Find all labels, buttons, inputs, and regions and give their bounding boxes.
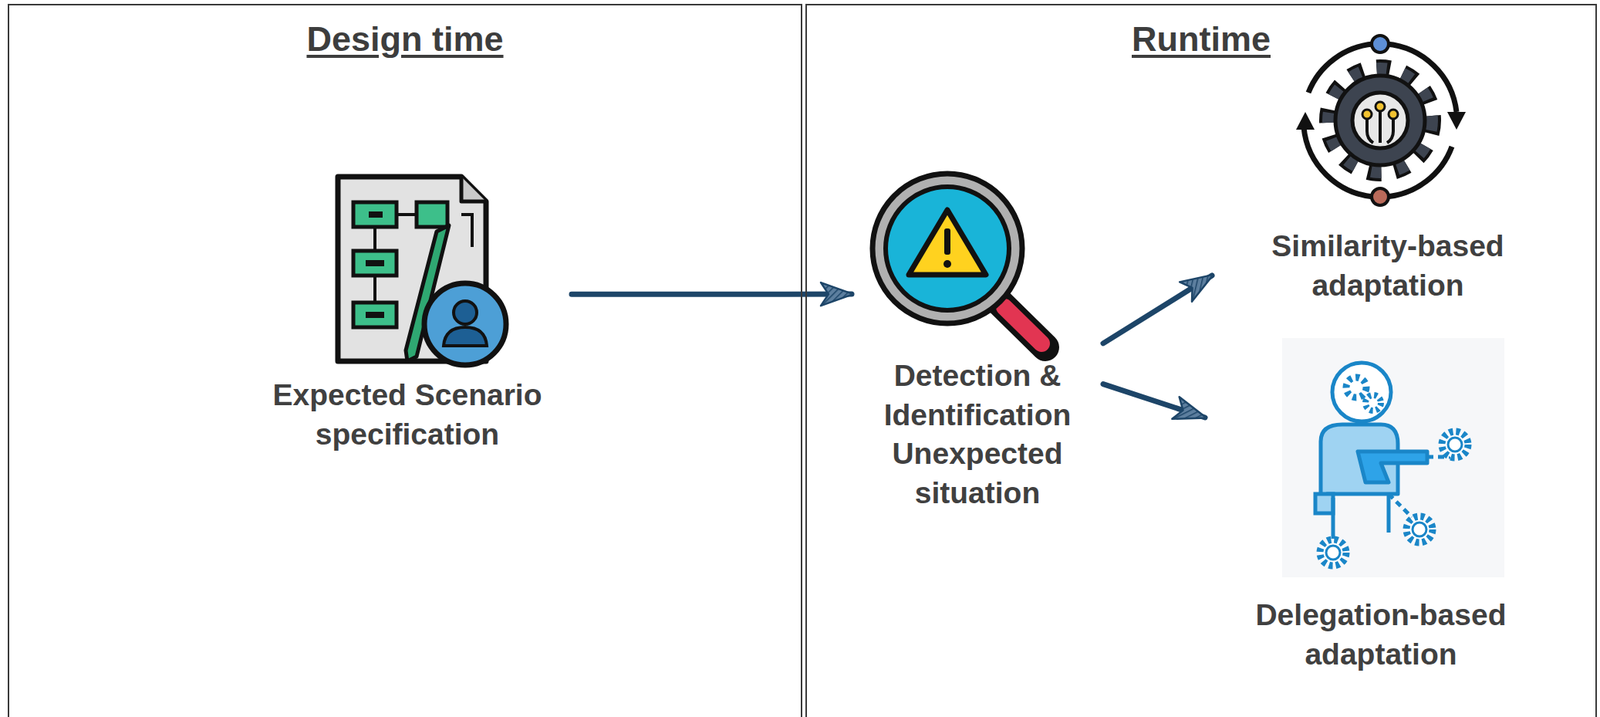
detection-step: Detection & Identification Unexpected si… (859, 173, 1096, 514)
scenario-step: Expected Scenario specification (250, 173, 564, 454)
step-label: Detection & Identification Unexpected si… (865, 356, 1090, 514)
similarity-icon (1296, 35, 1466, 206)
adaptation-step: Similarity-based adaptation (1219, 35, 1557, 305)
step-label: Expected Scenario specification (256, 375, 558, 454)
panel-heading: Design time (9, 19, 801, 60)
step-label: Delegation-based adaptation (1218, 595, 1543, 674)
step-label: Similarity-based adaptation (1225, 226, 1550, 305)
specification-icon (337, 176, 507, 365)
flow-arrow (1103, 275, 1212, 344)
detection-icon (872, 173, 1046, 348)
flow-arrow (1103, 384, 1206, 418)
delegation-icon (1282, 337, 1505, 578)
time-panel: Design timeExpected Scenario specificati… (7, 3, 803, 717)
adaptation-step: Delegation-based adaptation (1212, 336, 1550, 674)
panel-heading: Runtime (806, 19, 1596, 60)
flow-arrow (571, 291, 852, 298)
time-panel: RuntimeDetection & Identification Unexpe… (805, 3, 1597, 717)
